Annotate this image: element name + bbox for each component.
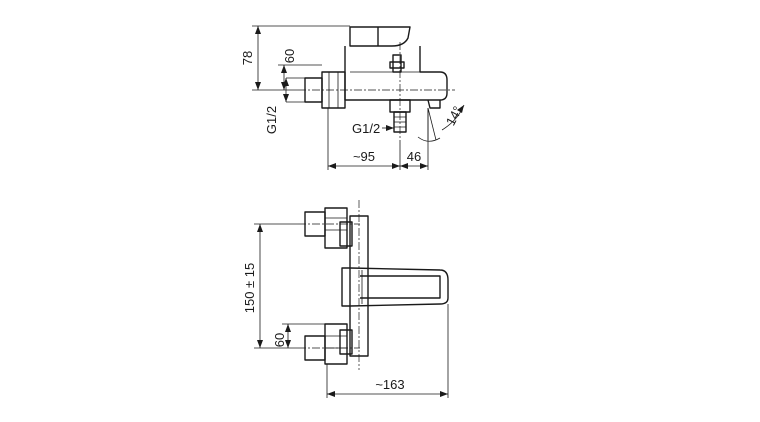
thread-outlet-label: G1/2	[352, 121, 380, 136]
dim-46-label: 46	[407, 149, 421, 164]
dim-78: 78	[240, 25, 350, 91]
dim-150: 150 ± 15	[242, 223, 298, 349]
thread-inlet: G1/2	[264, 77, 305, 134]
dim-95-46: ~95 46	[327, 108, 429, 170]
side-view-faucet-outline	[304, 26, 448, 133]
dim-163-label: ~163	[375, 377, 404, 392]
front-view-faucet-outline	[304, 207, 449, 365]
dim-150-label: 150 ± 15	[242, 263, 257, 314]
dim-60-front: 60	[272, 323, 325, 348]
dim-78-label: 78	[240, 51, 255, 65]
angle-14: 14°	[417, 104, 465, 142]
dim-60-side-label: 60	[282, 49, 297, 63]
dim-163: ~163	[326, 304, 449, 398]
dim-95-label: ~95	[353, 149, 375, 164]
side-view: 78 60 G1/2 G1/2	[240, 25, 465, 170]
dim-60-front-label: 60	[272, 333, 287, 347]
thread-outlet: G1/2	[352, 121, 394, 136]
thread-inlet-label: G1/2	[264, 106, 279, 134]
front-view: 150 ± 15 60 ~163	[242, 200, 449, 398]
